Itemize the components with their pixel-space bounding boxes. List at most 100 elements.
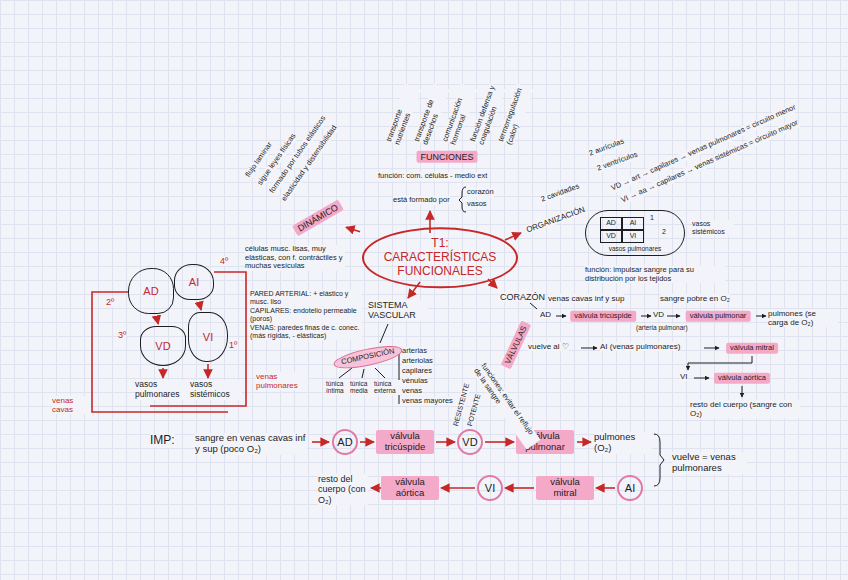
note-text: venas cavas bbox=[52, 396, 90, 414]
note-text: venas bbox=[402, 387, 422, 396]
node-text: válvula mitral bbox=[730, 344, 774, 353]
node-text: VD bbox=[155, 340, 170, 353]
flow-arrow bbox=[756, 316, 766, 317]
flow-connector bbox=[360, 441, 374, 443]
flow-connector bbox=[436, 441, 455, 443]
flow-arrow bbox=[577, 441, 591, 443]
flow-arrow bbox=[667, 316, 680, 317]
note-text: venas pulmonares bbox=[256, 372, 308, 390]
valve-highlight: válvula aórtica bbox=[381, 476, 439, 500]
valve-highlight: válvula tricúspide bbox=[570, 311, 636, 322]
note-text: IMP: bbox=[150, 434, 175, 448]
node-text: VD bbox=[606, 232, 616, 240]
node-text: DINÁMICO bbox=[296, 202, 340, 233]
circuit-loop: vasos pulmonares AD AI VD VI bbox=[585, 210, 685, 256]
note-text: arteriolas bbox=[402, 357, 433, 366]
node-text: vasos pulmonares bbox=[586, 245, 684, 252]
note-text: vasos sistémicos bbox=[692, 220, 734, 236]
heart-chamber: VI bbox=[188, 312, 228, 362]
chamber-box: AD bbox=[600, 217, 622, 230]
heart-chamber: AI bbox=[174, 264, 214, 300]
note-text: 2 cavidades bbox=[540, 182, 581, 204]
flow-connector bbox=[505, 487, 534, 489]
flow-connector bbox=[156, 316, 158, 324]
leader-line bbox=[380, 324, 388, 343]
topic-oval: COMPOSICIÓN bbox=[332, 342, 404, 373]
valve-highlight: válvula tricúspide bbox=[376, 430, 434, 454]
topic-highlight: DINÁMICO bbox=[292, 199, 344, 236]
flow-arrow bbox=[688, 356, 752, 370]
flow-connector bbox=[596, 487, 615, 489]
note-text: sangre pobre en O₂ bbox=[660, 294, 730, 303]
node-text: AI bbox=[630, 219, 637, 227]
leader-line bbox=[339, 368, 352, 378]
branch-arrow bbox=[408, 282, 420, 298]
node-text: válvula aórtica bbox=[385, 477, 435, 499]
node-text: AD bbox=[143, 285, 158, 298]
chamber-box: AI bbox=[622, 217, 644, 230]
red-arrows bbox=[92, 211, 591, 488]
note-text: 2º bbox=[106, 297, 114, 307]
note-text: está formado por bbox=[393, 196, 450, 205]
note-text: 3º bbox=[118, 330, 126, 340]
note-text: vasos bbox=[467, 200, 487, 209]
node-text: VD bbox=[462, 436, 477, 449]
flow-arrow bbox=[162, 368, 164, 378]
chamber-circle: AI bbox=[617, 475, 643, 501]
flow-arrow bbox=[742, 386, 743, 397]
note-text: capilares bbox=[402, 367, 432, 376]
note-text: pulmones (se carga de O₂) bbox=[768, 309, 838, 327]
node-text: FUNCIONES bbox=[420, 152, 473, 162]
note-text: VI bbox=[680, 372, 688, 381]
heart-chamber: AD bbox=[128, 268, 174, 314]
node-text: AI bbox=[625, 482, 635, 495]
note-text: vasos sistémicos bbox=[190, 380, 242, 400]
note-text: venas cavas inf y sup bbox=[548, 294, 624, 303]
central-topic: T1: CARACTERÍSTICAS FUNCIONALES bbox=[362, 227, 518, 288]
note-text: túnica media bbox=[350, 380, 376, 395]
heart-chamber: VD bbox=[140, 326, 186, 366]
node-text: válvula tricúspide bbox=[380, 431, 430, 453]
chamber-circle: VD bbox=[457, 429, 483, 455]
note-text: resto del cuerpo (sangre con O₂) bbox=[690, 400, 800, 418]
note-text: 1º bbox=[229, 340, 237, 350]
flow-arrow bbox=[312, 441, 329, 443]
note-text: (arteria pulmonar) bbox=[636, 324, 688, 331]
note-text: CAPILARES: endotelio permeable (poros) bbox=[250, 307, 362, 323]
node-text: AI bbox=[189, 276, 199, 289]
chamber-circle: VI bbox=[477, 475, 503, 501]
flow-connector bbox=[485, 441, 514, 443]
note-text: corazón bbox=[467, 188, 494, 197]
leader-line bbox=[375, 368, 385, 378]
node-text: AD bbox=[606, 219, 616, 227]
node-text: válvula pulmonar bbox=[690, 312, 747, 321]
note-text: vuelve al ♡ bbox=[528, 342, 569, 351]
flow-arrow bbox=[641, 316, 651, 317]
flow-arrow bbox=[207, 364, 209, 378]
valve-highlight: válvula aórtica bbox=[714, 373, 770, 384]
valve-highlight: válvula mitral bbox=[536, 476, 594, 500]
brace bbox=[654, 434, 664, 486]
note-text: AD bbox=[540, 310, 551, 319]
node-text: VÁLVULAS bbox=[503, 325, 529, 366]
flow-arrow bbox=[694, 378, 709, 379]
topic-highlight: VÁLVULAS bbox=[501, 321, 532, 370]
flow-connector bbox=[346, 227, 360, 232]
flow-arrow bbox=[704, 348, 719, 349]
note-text: vénulas bbox=[402, 377, 428, 386]
note-text: vasos pulmonares bbox=[135, 380, 190, 400]
note-text: función: com. células - medio ext bbox=[378, 172, 487, 181]
topic-highlight: FUNCIONES bbox=[416, 151, 477, 163]
note-text: venas mayores bbox=[402, 397, 453, 406]
node-text: válvula tricúspide bbox=[574, 312, 632, 321]
note-text: pulmones (O₂) bbox=[594, 432, 652, 454]
note-text: células musc. lisas, muy elásticas, con … bbox=[245, 245, 345, 271]
node-text: VI bbox=[630, 232, 637, 240]
valve-highlight: válvula pulmonar bbox=[686, 311, 751, 322]
note-text: ORGANIZACIÓN bbox=[525, 205, 586, 235]
valve-highlight: válvula mitral bbox=[726, 343, 778, 354]
edge-layer bbox=[156, 227, 615, 488]
node-text: VI bbox=[203, 331, 213, 344]
note-text: VD bbox=[653, 310, 664, 319]
